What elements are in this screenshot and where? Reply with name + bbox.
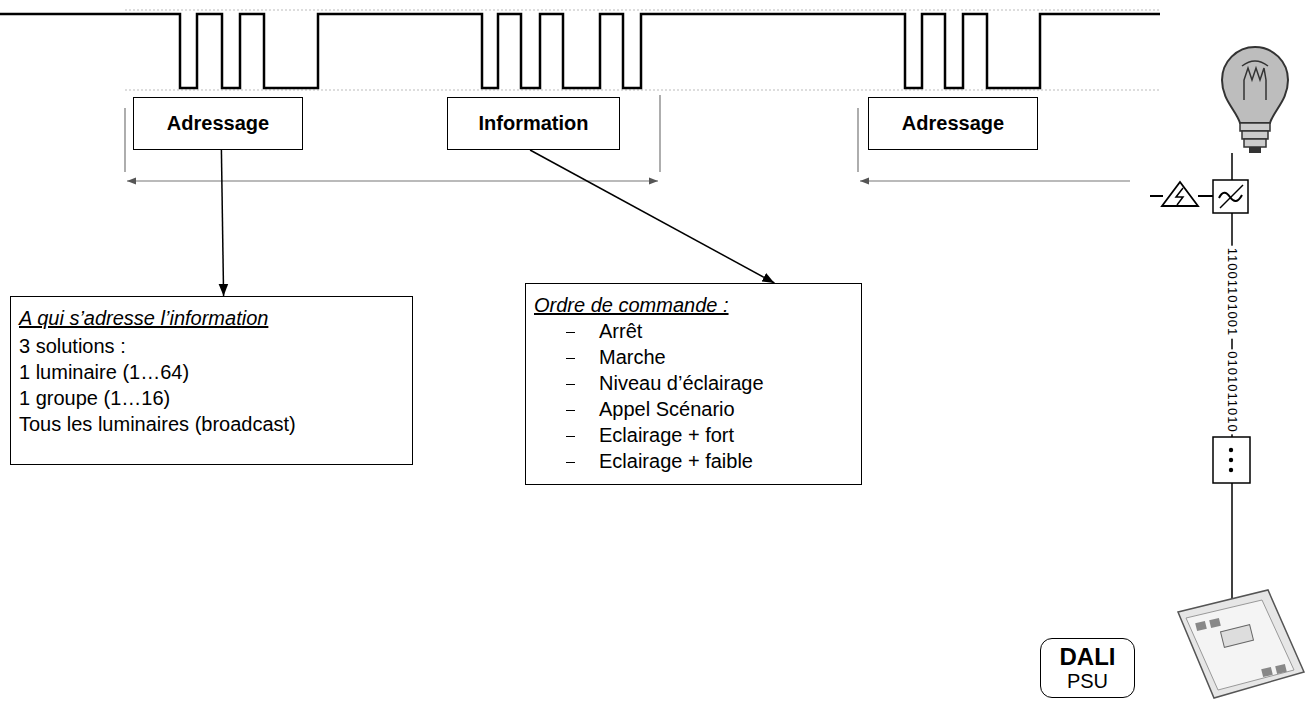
callout-line: Tous les luminaires (broadcast) bbox=[19, 411, 400, 437]
frame-bracket bbox=[125, 95, 1130, 181]
bullet-dash bbox=[566, 410, 575, 411]
dimmer-symbol bbox=[1213, 180, 1248, 213]
light-bulb bbox=[1244, 68, 1266, 100]
callout-box: Ordre de commande : ArrêtMarcheNiveau d’é… bbox=[525, 283, 862, 485]
psu-module bbox=[1261, 667, 1273, 677]
mains-symbol bbox=[1198, 195, 1213, 197]
text-run: 3 solutions : bbox=[19, 335, 126, 357]
frame-bracket bbox=[127, 180, 658, 181]
field-box: Adressage bbox=[868, 97, 1038, 150]
pointer-arrow bbox=[530, 150, 774, 283]
light-bulb bbox=[1240, 123, 1270, 131]
callout-heading: A qui s’adresse l’information bbox=[19, 305, 400, 331]
light-bulb bbox=[1242, 131, 1268, 139]
light-bulb bbox=[1244, 139, 1266, 147]
psu-module bbox=[1209, 618, 1221, 628]
bus-socket bbox=[1229, 458, 1233, 462]
bullet-dash bbox=[566, 462, 575, 463]
callout-line: 3 solutions : bbox=[19, 333, 400, 359]
mains-symbol bbox=[1176, 188, 1183, 205]
callout-line: Marche bbox=[534, 344, 849, 370]
psu-box: DALIPSU bbox=[1040, 638, 1135, 698]
field-label: Adressage bbox=[902, 112, 1004, 135]
field-label: Information bbox=[479, 112, 589, 135]
text-run: Appel Scénario bbox=[599, 398, 735, 420]
callout-line: 1 luminaire (1…64) bbox=[19, 359, 400, 385]
bit-string: 11001101001 bbox=[1225, 246, 1240, 339]
bullet-dash bbox=[566, 436, 575, 437]
callout-line: Niveau d’éclairage bbox=[534, 370, 849, 396]
bus-socket bbox=[1213, 437, 1250, 483]
text-run: DALI bbox=[1060, 643, 1116, 670]
field-label: Adressage bbox=[167, 112, 269, 135]
frame-bracket bbox=[124, 108, 125, 172]
callout-line: Eclairage + faible bbox=[534, 448, 849, 474]
text-run: Tous les luminaires (broadcast) bbox=[19, 413, 296, 435]
psu-title: DALI bbox=[1060, 644, 1116, 669]
text-run: Marche bbox=[599, 346, 666, 368]
callout-heading: Ordre de commande : bbox=[534, 292, 849, 318]
text-run: Eclairage + faible bbox=[599, 450, 753, 472]
text-run: Adressage bbox=[167, 112, 269, 134]
callout-line: Appel Scénario bbox=[534, 396, 849, 422]
bus-socket bbox=[1229, 448, 1233, 452]
callout-box: A qui s’adresse l’information 3 solutions… bbox=[10, 296, 413, 465]
text-run: Adressage bbox=[902, 112, 1004, 134]
guide-line bbox=[125, 10, 1160, 11]
bus-socket bbox=[1229, 468, 1233, 472]
dimmer-symbol bbox=[1213, 180, 1248, 213]
bullet-dash bbox=[566, 384, 575, 385]
light-bulb bbox=[1231, 153, 1233, 180]
psu-module bbox=[1178, 590, 1304, 698]
psu-module bbox=[1221, 625, 1254, 648]
light-bulb bbox=[1249, 147, 1261, 153]
text-run: PSU bbox=[1067, 670, 1108, 692]
text-run: 1 groupe (1…16) bbox=[19, 387, 170, 409]
bit-string: 0101011010 bbox=[1225, 349, 1240, 434]
text-run: 1 luminaire (1…64) bbox=[19, 361, 189, 383]
callout-line: Eclairage + fort bbox=[534, 422, 849, 448]
psu-module bbox=[1195, 621, 1207, 631]
guide-line bbox=[125, 90, 1160, 91]
bullet-dash bbox=[566, 332, 575, 333]
callout-line: 1 groupe (1…16) bbox=[19, 385, 400, 411]
light-bulb bbox=[1222, 47, 1288, 180]
text-run: Ordre de commande : bbox=[534, 294, 729, 316]
bullet-dash bbox=[566, 358, 575, 359]
frame-bracket bbox=[860, 180, 1130, 181]
field-box: Information bbox=[447, 97, 620, 150]
pointer-arrow bbox=[221, 150, 223, 296]
signal-waveform bbox=[0, 14, 1160, 88]
text-run: A qui s’adresse l’information bbox=[19, 307, 268, 329]
field-box: Adressage bbox=[133, 97, 303, 150]
frame-bracket bbox=[857, 108, 858, 172]
bus-socket bbox=[1213, 437, 1250, 483]
mains-symbol bbox=[1162, 182, 1198, 206]
dimmer-symbol bbox=[1220, 185, 1243, 208]
psu-module bbox=[1178, 590, 1304, 698]
guide-line bbox=[125, 10, 1160, 90]
psu-subtitle: PSU bbox=[1067, 670, 1108, 692]
bus-wire bbox=[1231, 483, 1233, 600]
frame-bracket bbox=[659, 95, 660, 172]
psu-module bbox=[1275, 664, 1287, 674]
text-run: Information bbox=[479, 112, 589, 134]
psu-module bbox=[1186, 600, 1294, 690]
text-run: Arrêt bbox=[599, 320, 642, 342]
mains-symbol bbox=[1150, 195, 1163, 197]
light-bulb bbox=[1222, 47, 1288, 123]
text-run: Niveau d’éclairage bbox=[599, 372, 764, 394]
callout-line: Arrêt bbox=[534, 318, 849, 344]
mains-symbol bbox=[1150, 182, 1213, 206]
light-bulb bbox=[1242, 61, 1268, 66]
text-run: Eclairage + fort bbox=[599, 424, 734, 446]
